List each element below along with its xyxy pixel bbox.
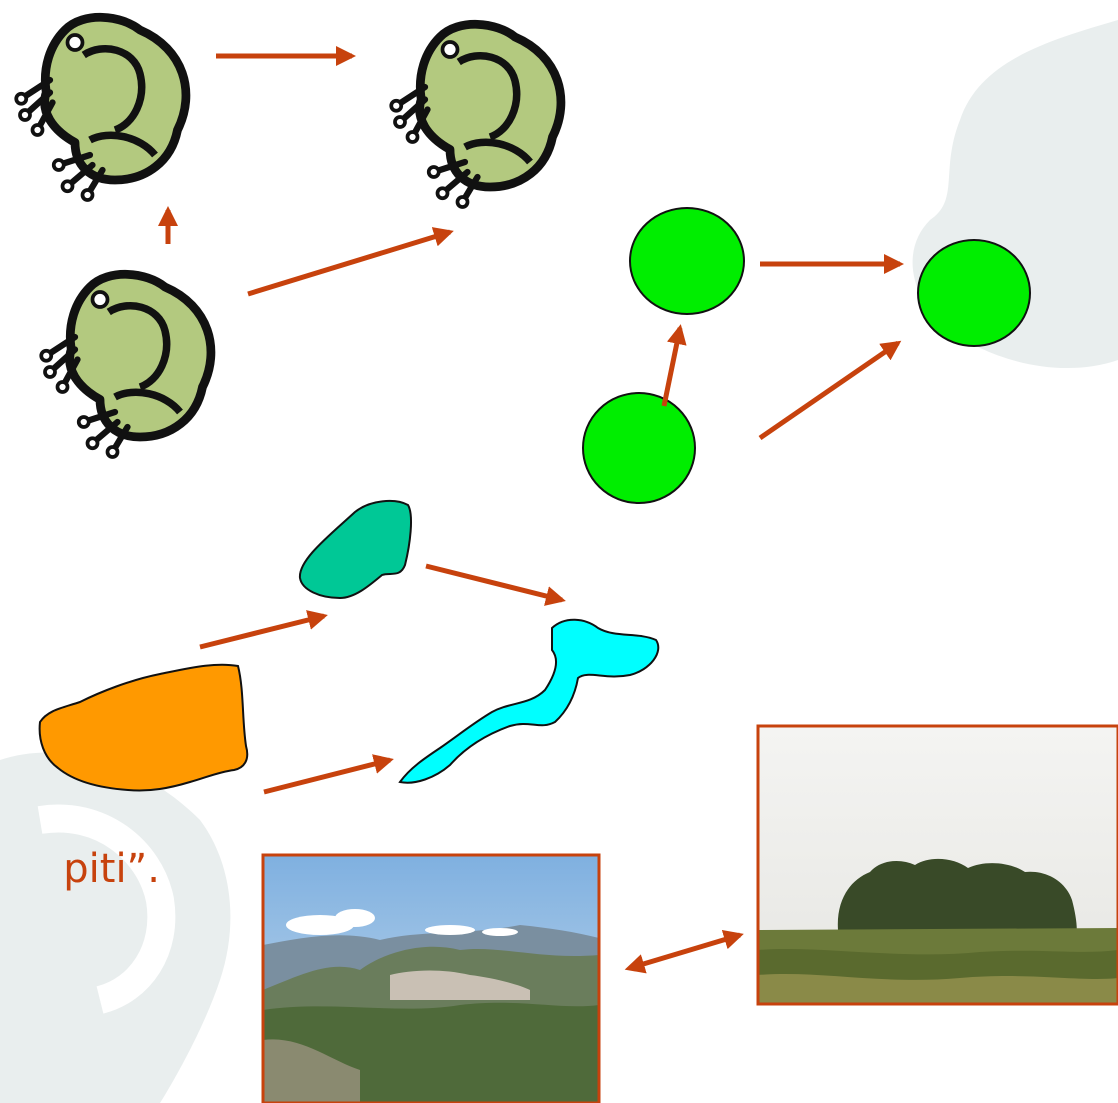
arrow-node-bottom-to-right xyxy=(758,340,902,441)
arrow-orange-to-teal xyxy=(199,610,328,650)
photo-tree-grove xyxy=(756,724,1118,1006)
patch-cyan xyxy=(398,618,660,784)
frog-icon-top-left xyxy=(16,17,186,200)
node-circle-top xyxy=(629,207,745,315)
double-arrow-photos xyxy=(624,930,744,974)
node-circle-bottom xyxy=(582,392,696,504)
arrow-teal-to-cyan xyxy=(425,563,566,606)
frog-icon-bottom xyxy=(41,274,211,457)
arrow-orange-to-cyan xyxy=(263,754,394,795)
caption-text: piti”. xyxy=(63,846,160,892)
arrow-node-bottom-to-top xyxy=(661,324,687,407)
patch-orange xyxy=(38,663,249,792)
photo-hillside-village xyxy=(261,853,601,1103)
patch-teal xyxy=(298,499,413,600)
arrow-frog-bottom-to-top-right xyxy=(247,227,454,297)
node-circle-right xyxy=(917,239,1031,347)
frog-icon-top-right xyxy=(391,24,561,207)
